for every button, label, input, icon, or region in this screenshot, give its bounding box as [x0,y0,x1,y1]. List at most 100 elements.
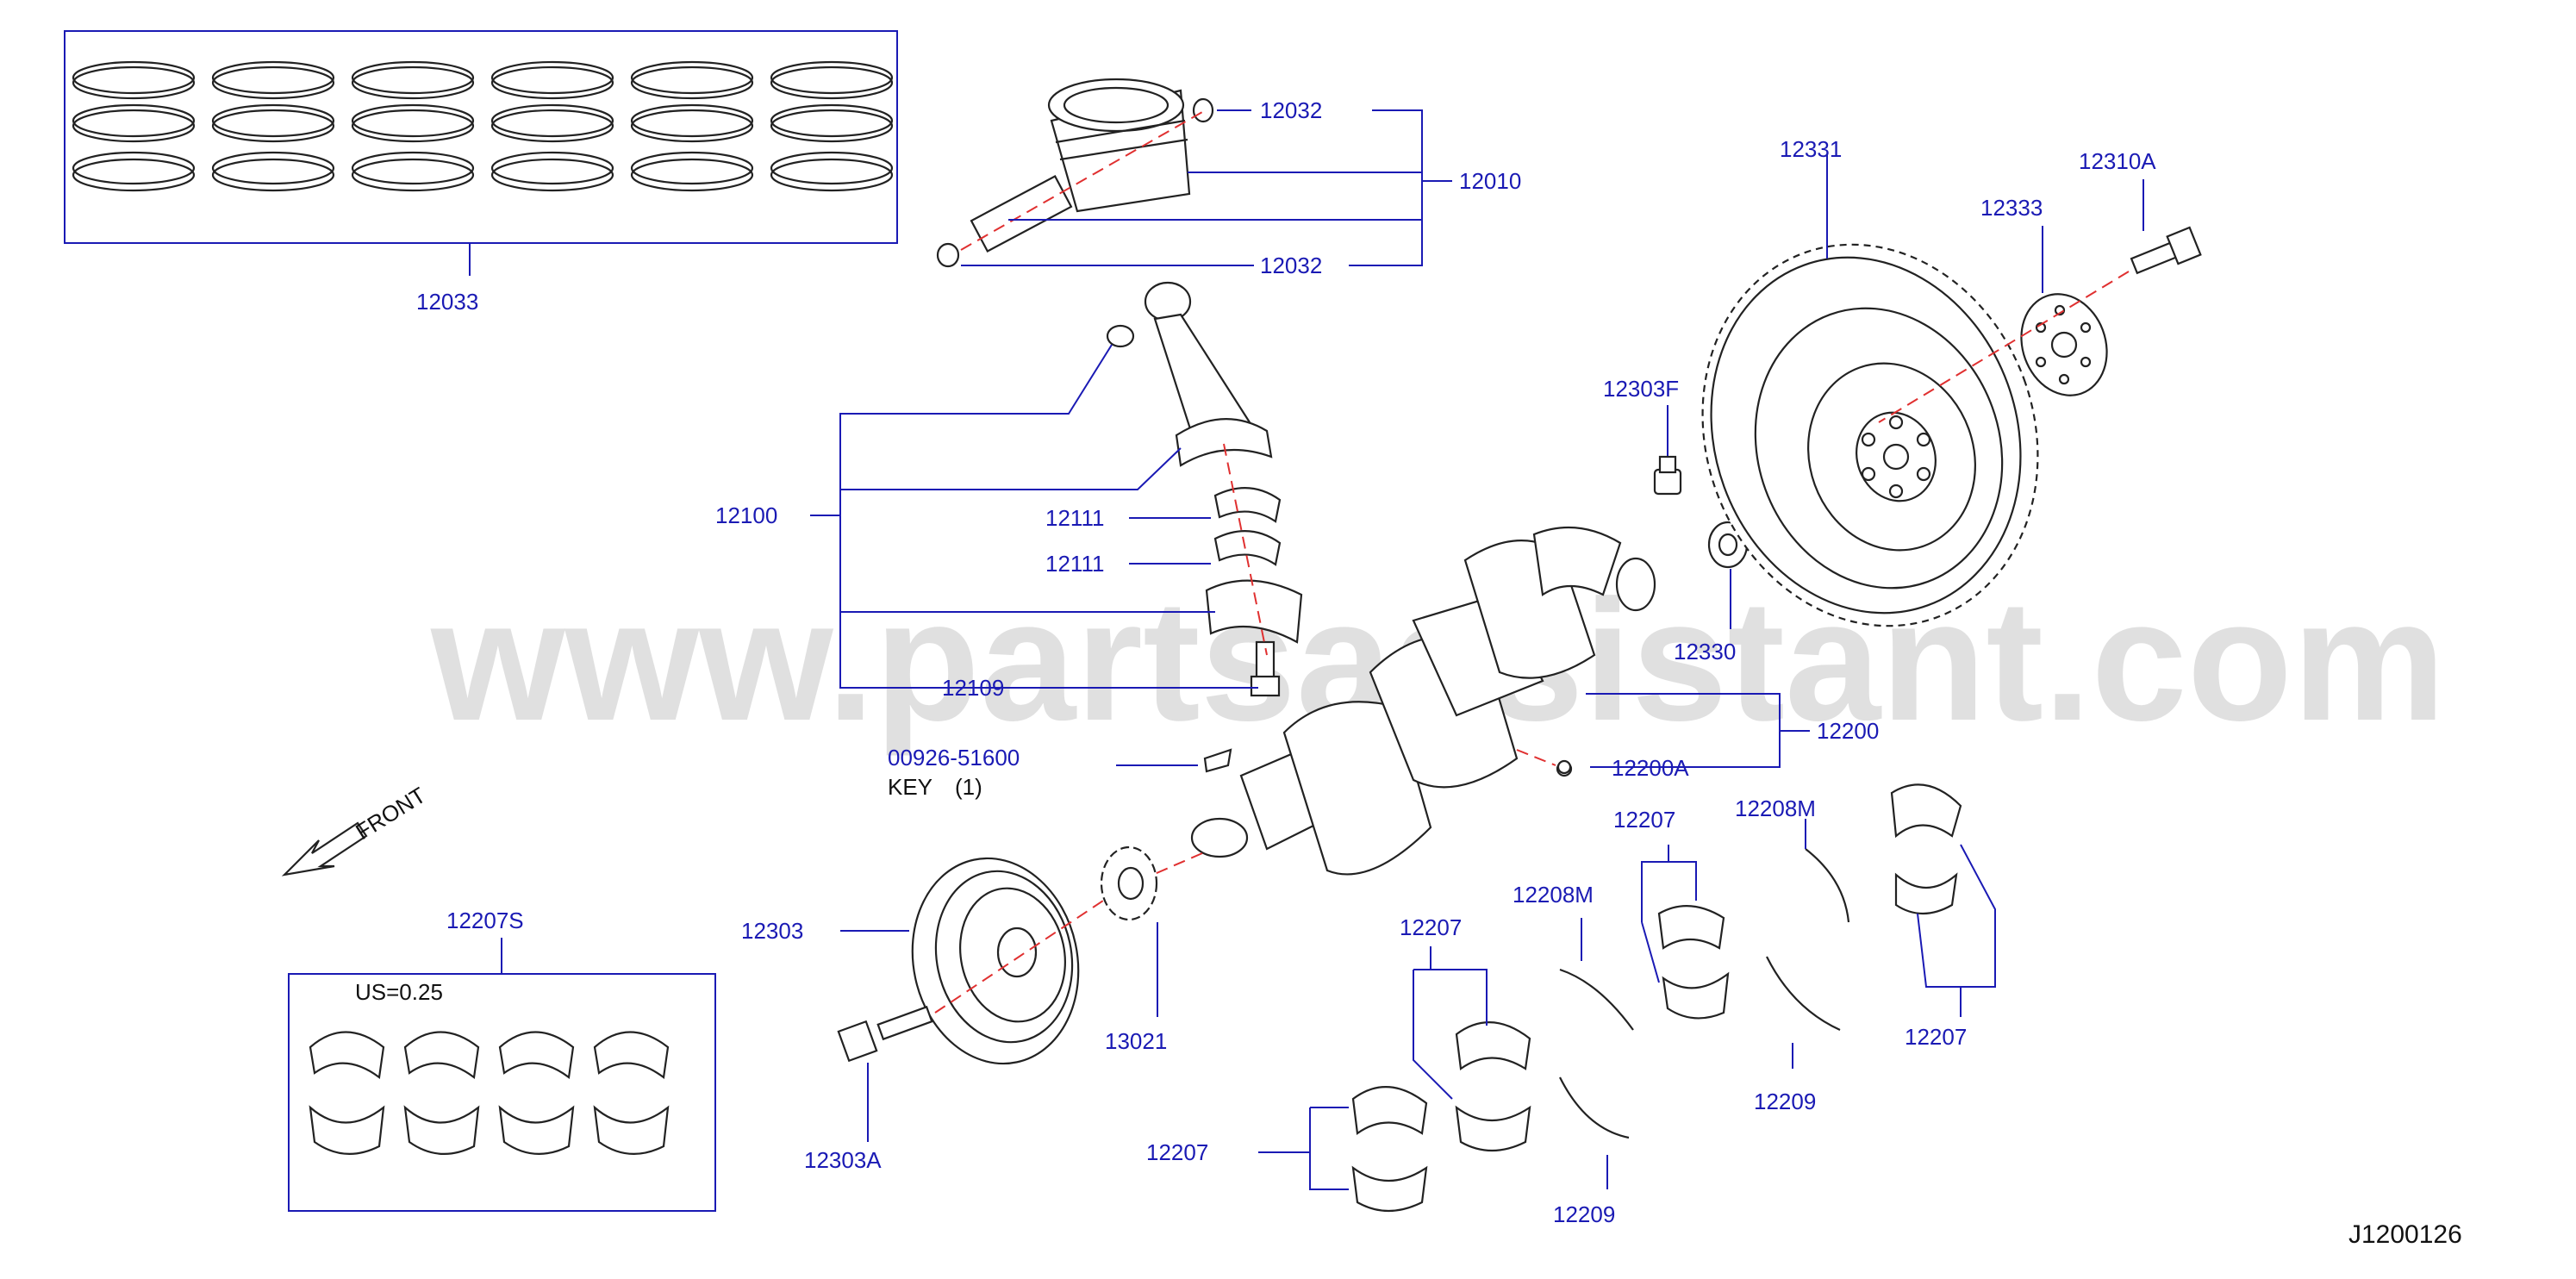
bolt-12303A-shank [876,1005,933,1041]
label-12207-d[interactable]: 12207 [1146,1139,1208,1165]
label-12109[interactable]: 12109 [942,675,1004,701]
label-12111-a[interactable]: 12111 [1045,505,1104,531]
label-key: KEY [888,774,932,800]
label-12010[interactable]: 12010 [1459,168,1521,194]
label-12209-a[interactable]: 12209 [1754,1089,1816,1114]
front-direction-indicator: FRONT [281,782,430,877]
label-12303F[interactable]: 12303F [1603,376,1679,402]
bearing-lower [1894,872,1958,914]
rod-cap [1205,579,1303,644]
woodruff-key-00926-51600[interactable]: 00926-51600 KEY (1) [888,745,1232,800]
plate-12333-part [2020,293,2108,396]
undersize-bearings [309,1031,670,1155]
pulley-hub [996,926,1038,978]
label-key-qty: (1) [955,774,982,800]
thrust-washer [1559,968,1634,1031]
plate-12333[interactable]: 12333 [1980,195,2121,408]
label-12333[interactable]: 12333 [1980,195,2043,221]
bolt-12303F-part [1653,468,1682,496]
bearing-set-12207S[interactable]: 12207S US=0.25 [288,908,716,1212]
label-00926-51600[interactable]: 00926-51600 [888,745,1020,771]
rod-bolt [1255,640,1276,683]
ring-set-box [64,30,898,244]
bearing-upper [1455,1021,1531,1070]
thrust-washer [1766,956,1841,1032]
label-12207-c[interactable]: 12207 [1400,914,1462,940]
pulley-bolt-12303A[interactable]: 12303A [804,900,1104,1173]
label-12032-bottom[interactable]: 12032 [1260,253,1322,278]
small-end-bushing [1106,324,1135,348]
label-us-note: US=0.25 [355,979,443,1005]
sprocket-body [1100,845,1158,921]
label-12207-a[interactable]: 12207 [1613,807,1675,833]
thrust-washer-12209-b[interactable]: 12209 [1553,1076,1630,1227]
bolt-12303A-head [837,1020,878,1063]
crank-web-1 [1282,701,1432,876]
bearing-set-box [288,973,716,1212]
rod-small-end [1144,281,1192,322]
bearing-lower [1662,971,1730,1020]
flywheel-body [1710,256,2022,615]
flywheel-12331[interactable]: 12331 [1650,136,2091,673]
label-12033[interactable]: 12033 [416,289,478,315]
piston-assembly-12010[interactable]: 12032 12010 12032 [936,78,1521,278]
crank-nose [1190,817,1249,858]
plate-bolt-holes [2035,304,2092,385]
thrust-washer [1805,848,1850,923]
thrust-washer-12209-a[interactable]: 12209 [1754,956,1841,1114]
main-bearing-12207-a[interactable]: 12207 [1613,807,1730,1020]
bearing-upper [1657,905,1725,950]
connecting-rod-12100[interactable]: 12100 12111 12111 12109 [715,281,1303,701]
label-12032-top[interactable]: 12032 [1260,97,1322,123]
bearing-lower [1455,1105,1531,1152]
label-12208M-a[interactable]: 12208M [1735,795,1816,821]
crank-rear-flange [1615,557,1656,612]
label-front: FRONT [351,782,430,845]
spacer-12330[interactable]: 12330 [1674,521,1749,664]
thrust-washer-12208M-b[interactable]: 12208M [1513,882,1634,1031]
label-12330[interactable]: 12330 [1674,639,1736,664]
crank-pulley-12303[interactable]: 12303 [741,843,1097,1079]
thrust-washer-12208M-a[interactable]: 12208M [1735,795,1850,923]
label-12331[interactable]: 12331 [1780,136,1842,162]
bearing-upper [1890,783,1962,839]
front-arrow-icon [281,821,368,877]
label-12200A[interactable]: 12200A [1612,755,1689,781]
crank-web-4 [1532,526,1622,596]
crankshaft-12200[interactable]: 12200 12200A [1102,526,1879,897]
label-13021[interactable]: 13021 [1105,1028,1167,1054]
bolt-12303F-head [1658,455,1677,474]
label-12209-b[interactable]: 12209 [1553,1201,1615,1227]
flywheel-bolt-12310A[interactable]: 12310A [1878,148,2202,423]
diagram-id: J1200126 [2348,1220,2462,1249]
label-12303A[interactable]: 12303A [804,1147,882,1173]
rod-bolt-head [1250,675,1281,697]
flywheel-bolt-holes [1861,415,1931,499]
label-12207S[interactable]: 12207S [446,908,524,933]
rod-bearing-upper [1213,487,1282,523]
label-12310A[interactable]: 12310A [2079,148,2156,174]
piston-ring-set-12033[interactable]: 12033 [64,30,898,315]
snap-ring-top [1192,97,1214,123]
label-12208M-b[interactable]: 12208M [1513,882,1594,908]
crank-pin-12200A [1556,759,1572,775]
bolt-12303F[interactable]: 12303F [1603,376,1682,496]
label-12100[interactable]: 12100 [715,502,777,528]
label-12111-b[interactable]: 12111 [1045,551,1104,577]
label-12200[interactable]: 12200 [1817,718,1879,744]
rod-big-end [1175,418,1273,467]
pulley-outer [911,857,1080,1065]
main-bearing-12207-d[interactable]: 12207 [1146,1086,1428,1213]
bearing-upper [1351,1086,1428,1135]
piston-pin [970,175,1073,253]
bearing-lower [1351,1165,1428,1213]
piston-rings [72,60,894,192]
main-bearing-12207-b[interactable]: 12207 [1890,783,1996,1050]
label-12303[interactable]: 12303 [741,918,803,944]
main-bearing-12207-c[interactable]: 12207 [1400,914,1531,1152]
label-12207-b[interactable]: 12207 [1905,1024,1967,1050]
key-part [1203,748,1232,773]
rod-bearing-lower [1213,530,1282,566]
crank-sprocket-13021[interactable]: 13021 [1100,845,1167,1054]
